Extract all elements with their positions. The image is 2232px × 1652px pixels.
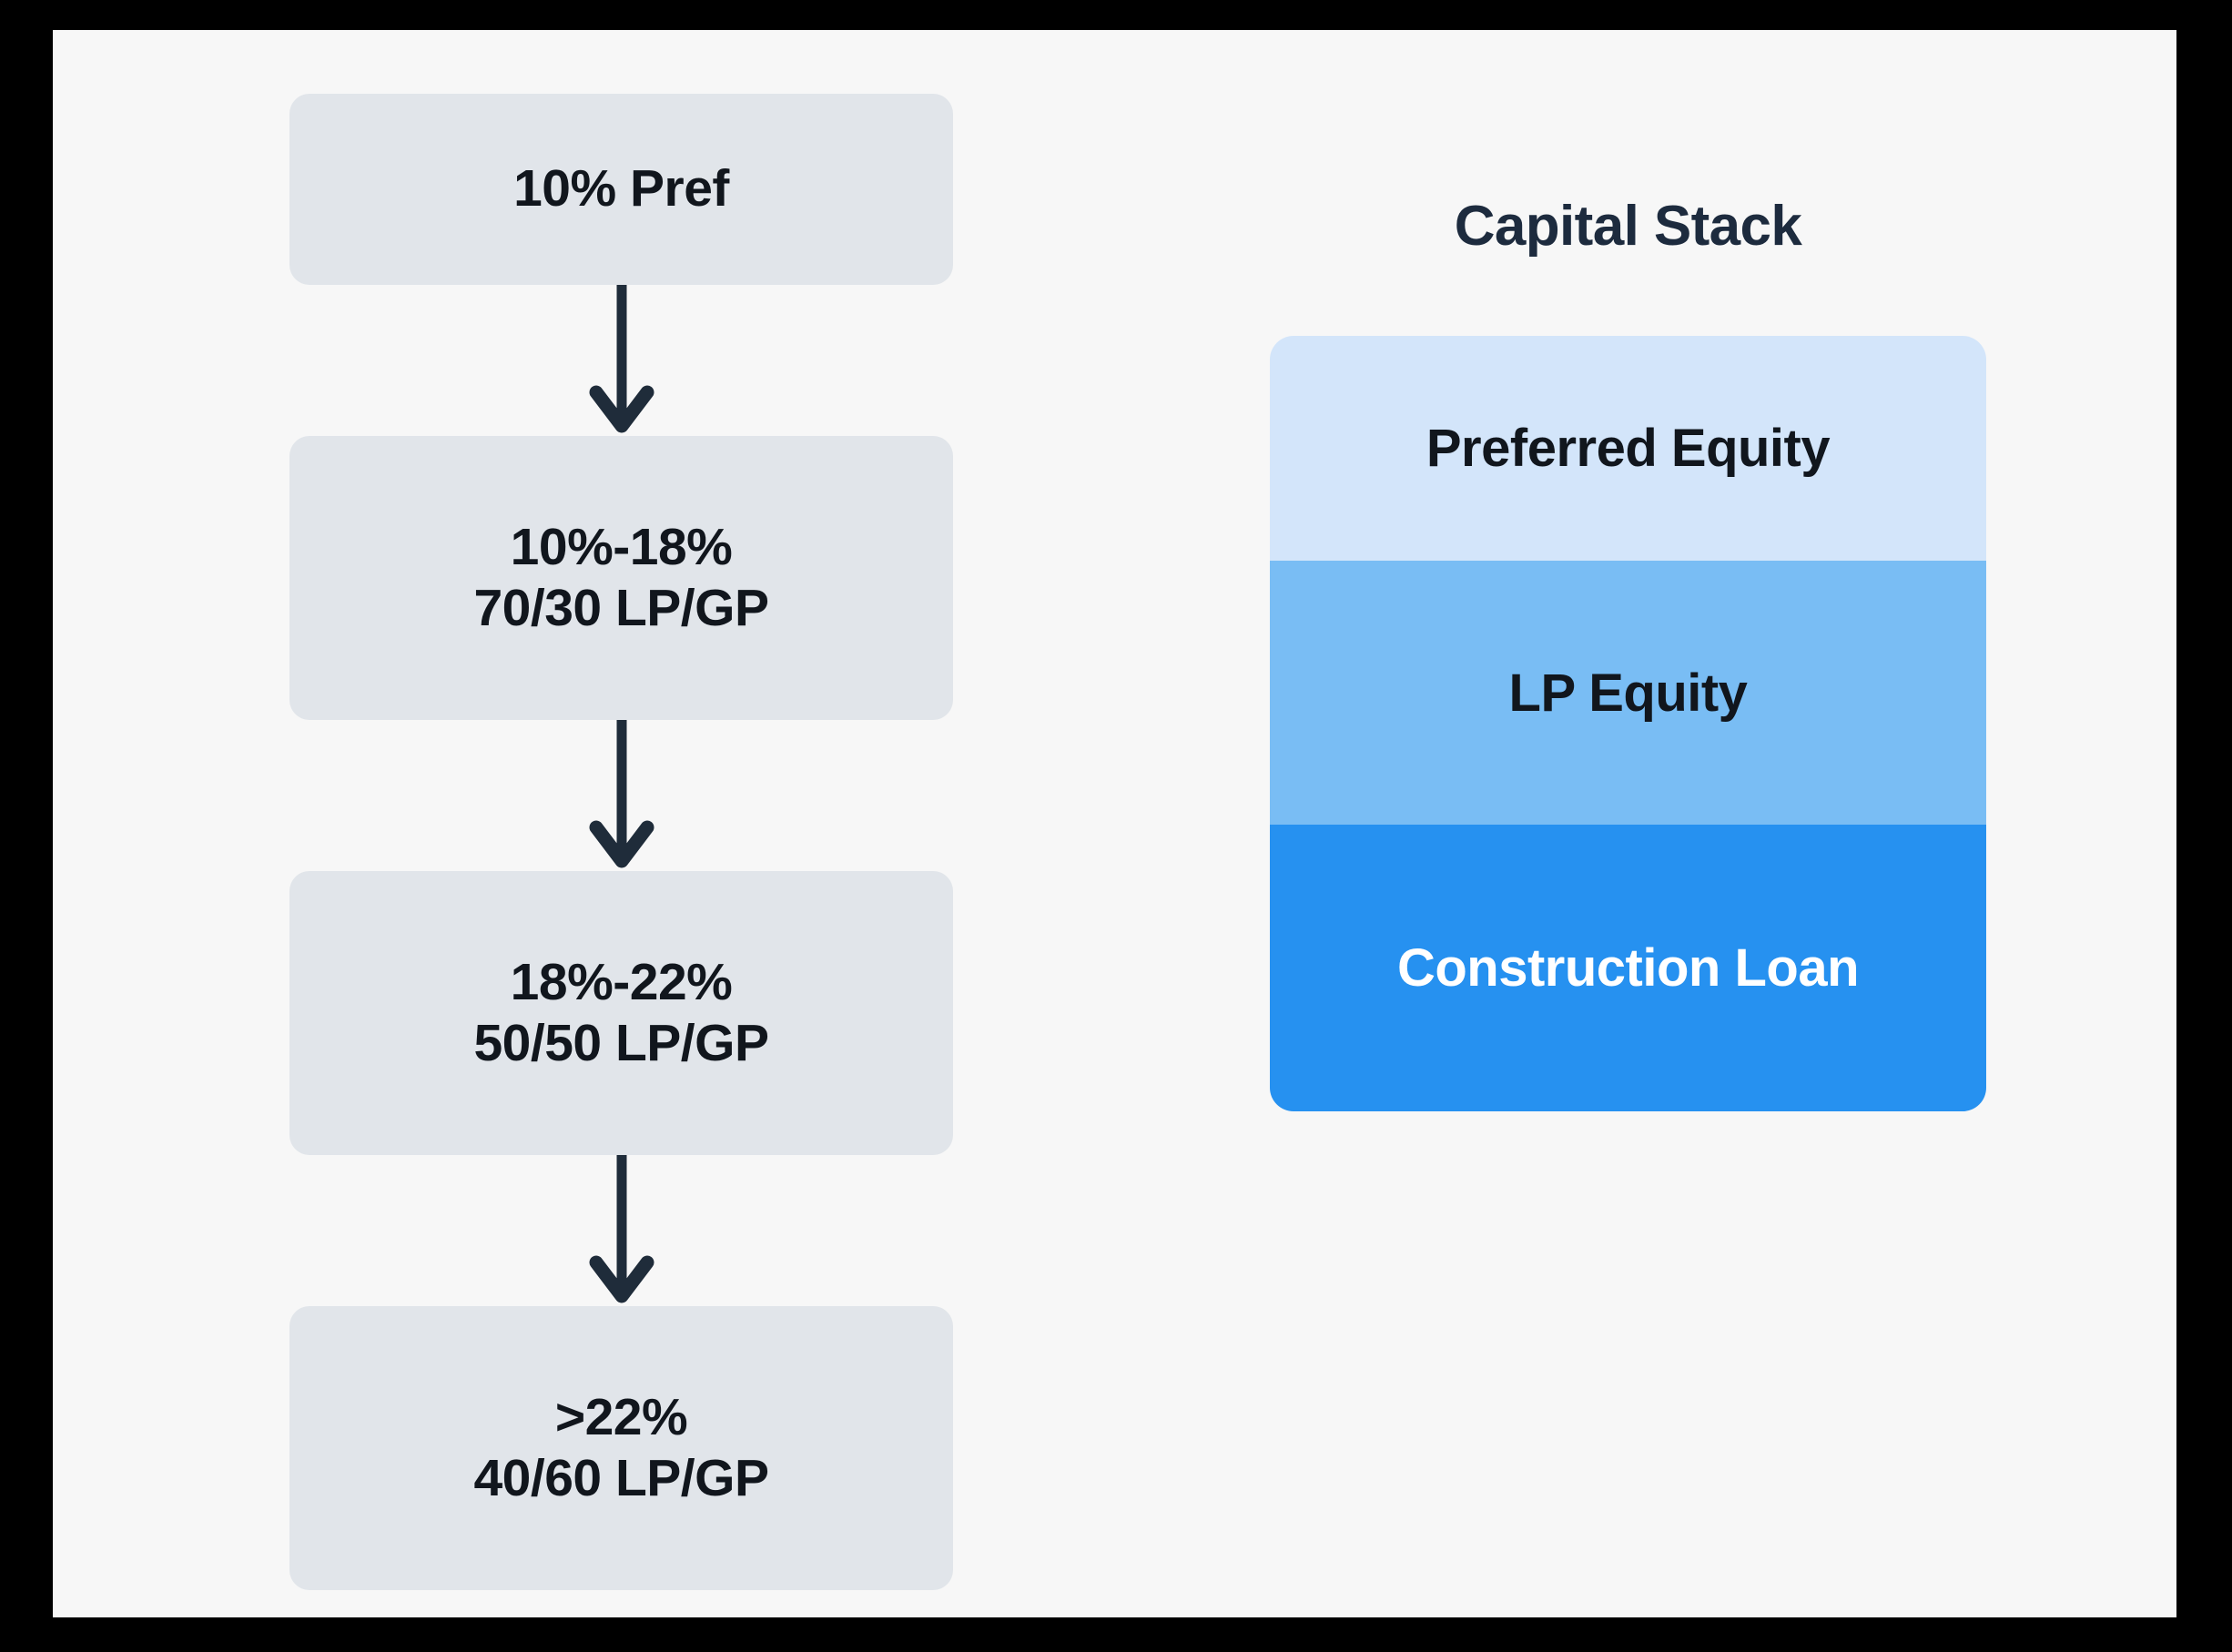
stack-layer-lp-equity[interactable]: LP Equity [1270, 561, 1986, 825]
waterfall-arrow-2 [289, 720, 953, 871]
stack-layer-lp-equity-label: LP Equity [1508, 663, 1748, 723]
waterfall-arrow-3 [289, 1155, 953, 1306]
tier-above-22-line2: 40/60 LP/GP [473, 1449, 769, 1507]
capital-stack-bar: Preferred Equity LP Equity Construction … [1270, 336, 1986, 1111]
arrow-down-icon [589, 285, 654, 433]
capital-stack-title: Capital Stack [1454, 195, 1802, 258]
tier-above-22-line1: >22% [554, 1387, 688, 1446]
arrow-down-icon [589, 1155, 654, 1303]
stack-layer-preferred-equity-label: Preferred Equity [1425, 419, 1831, 478]
tier-10-18-line2: 70/30 LP/GP [473, 579, 769, 637]
tier-pref-line1: 10% Pref [513, 159, 729, 218]
tier-18-22-line2: 50/50 LP/GP [473, 1014, 769, 1072]
diagram-canvas: 10% Pref 10%-18% 70/30 LP/GP [53, 30, 2176, 1617]
stack-layer-construction-loan[interactable]: Construction Loan [1270, 825, 1986, 1111]
arrow-down-icon [589, 720, 654, 868]
stack-layer-preferred-equity[interactable]: Preferred Equity [1270, 336, 1986, 561]
tier-18-22-line1: 18%-22% [510, 952, 733, 1011]
waterfall-tier-above-22[interactable]: >22% 40/60 LP/GP [289, 1306, 953, 1590]
waterfall-arrow-1 [289, 285, 953, 436]
waterfall-flow: 10% Pref 10%-18% 70/30 LP/GP [289, 94, 953, 1590]
tier-10-18-line1: 10%-18% [510, 517, 733, 576]
waterfall-tier-18-22[interactable]: 18%-22% 50/50 LP/GP [289, 871, 953, 1155]
stack-layer-construction-loan-label: Construction Loan [1396, 938, 1860, 998]
waterfall-tier-pref[interactable]: 10% Pref [289, 94, 953, 285]
capital-stack-panel: Capital Stack Preferred Equity LP Equity… [1270, 194, 1986, 1111]
waterfall-tier-10-18[interactable]: 10%-18% 70/30 LP/GP [289, 436, 953, 720]
